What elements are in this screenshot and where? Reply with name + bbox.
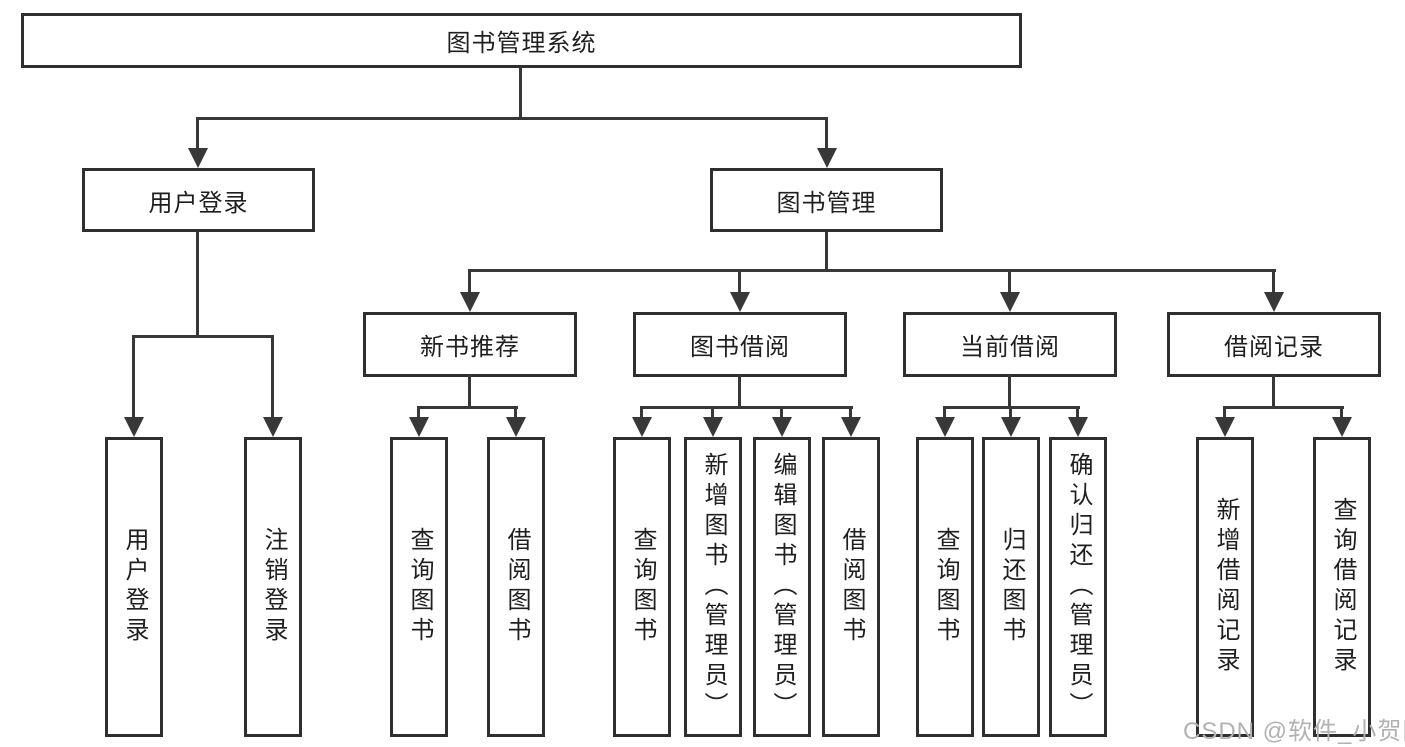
leaf-query-books-borrow: 查询图书 [613,437,671,737]
arrow-down-icon [703,417,723,437]
arrow-down-icon [632,417,652,437]
node-root: 图书管理系统 [21,13,1022,68]
arrow-down-icon [506,417,526,437]
arrow-down-icon [460,292,480,312]
connector-stem [1272,375,1275,408]
connector-stem [849,406,852,419]
arrow-down-icon [730,292,750,312]
watermark: CSDN @软件_小贺同学 [1183,718,1405,745]
leaf-return-book: 归还图书 [982,437,1040,737]
node-book-management: 图书管理 [710,168,943,232]
connector-records-bar [1223,406,1344,409]
node-current-borrow: 当前借阅 [903,312,1117,377]
connector-stem [825,232,828,271]
leaf-query-borrow-record: 查询借阅记录 [1313,437,1371,737]
arrow-down-icon [1068,417,1088,437]
arrow-down-icon [124,417,144,437]
arrow-down-icon [935,417,955,437]
arrow-down-icon [1215,417,1235,437]
connector-stem [780,406,783,419]
connector-stem [132,335,135,419]
connector-stem [271,335,274,419]
connector-recommend-bar [417,406,518,409]
leaf-add-book-admin: 新增图书（管理员） [684,437,742,737]
leaf-query-books-recommend: 查询图书 [390,437,448,737]
arrow-down-icon [817,148,837,168]
node-borrow-records: 借阅记录 [1167,312,1381,377]
node-book-borrow: 图书借阅 [633,312,847,377]
connector-stem [196,117,199,149]
connector-stem [1009,406,1012,419]
connector-stem [738,269,741,295]
arrow-down-icon [188,148,208,168]
connector-root-stem [519,68,522,119]
connector-stem [1076,406,1079,419]
leaf-confirm-return-admin: 确认归还（管理员） [1049,437,1107,737]
leaf-borrow-books-recommend: 借阅图书 [487,437,545,737]
leaf-add-borrow-record: 新增借阅记录 [1196,437,1254,737]
leaf-logout: 注销登录 [244,437,302,737]
arrow-down-icon [263,417,283,437]
arrow-down-icon [772,417,792,437]
connector-stem [468,375,471,408]
arrow-down-icon [409,417,429,437]
connector-stem [1008,269,1011,295]
leaf-user-login: 用户登录 [105,437,163,737]
connector-stem [196,232,199,336]
connector-stem [825,117,828,149]
connector-borrow-bar [640,406,853,409]
leaf-edit-book-admin: 编辑图书（管理员） [753,437,811,737]
connector-level3-bar [468,269,1276,272]
connector-level2-bar [196,117,828,120]
connector-stem [468,269,471,295]
connector-stem [514,406,517,419]
node-new-book-recommend: 新书推荐 [363,312,577,377]
connector-stem [1340,406,1343,419]
connector-stem [711,406,714,419]
arrow-down-icon [1001,417,1021,437]
arrow-down-icon [1000,292,1020,312]
connector-stem [1223,406,1226,419]
connector-stem [417,406,420,419]
connector-login-bar [132,335,274,338]
leaf-borrow-books: 借阅图书 [822,437,880,737]
connector-stem [738,375,741,408]
connector-stem [1008,375,1011,408]
arrow-down-icon [1332,417,1352,437]
connector-stem [943,406,946,419]
connector-stem [640,406,643,419]
node-user-login: 用户登录 [82,168,315,232]
arrow-down-icon [1264,292,1284,312]
connector-stem [1272,269,1275,295]
leaf-query-books-current: 查询图书 [916,437,974,737]
arrow-down-icon [841,417,861,437]
